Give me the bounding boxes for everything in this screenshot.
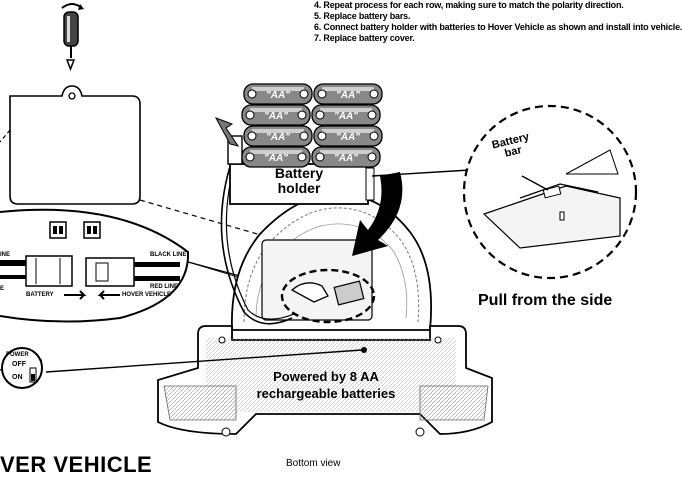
aa-cell-label: "AA" <box>336 90 360 101</box>
battery-bar-detail <box>462 104 638 280</box>
page-title: VER VEHICLE <box>0 452 153 477</box>
powered-by-label: Powered by 8 AA rechargeable batteries <box>246 368 406 402</box>
step-5: 5. Replace battery bars. <box>314 11 411 21</box>
battery-holder <box>214 117 375 205</box>
battery-holder-label-line1: Battery <box>274 165 324 181</box>
aa-battery-cell: "AA" <box>311 146 381 168</box>
aa-batteries: "AA" "AA" "AA" "AA" "AA" "AA" "AA" "AA" <box>241 83 383 168</box>
insert-arrow <box>352 172 403 256</box>
aa-battery-cell: "AA" <box>313 125 383 147</box>
aa-cell-label: "AA" <box>266 90 290 101</box>
aa-battery-cell: "AA" <box>243 83 313 105</box>
screwdriver-icon <box>61 3 84 72</box>
switch-power-label: POWER <box>6 352 29 358</box>
battery-holder-label-line2: holder <box>277 180 321 196</box>
powered-line1: Powered by 8 AA <box>273 369 379 384</box>
battery-arrow-label: BATTERY <box>26 292 54 298</box>
red-line-label-left: E <box>0 286 5 292</box>
aa-cell-label: "AA" <box>334 153 358 164</box>
illustration: "AA" "AA" "AA" "AA" "AA" "AA" "AA" "AA" <box>0 3 638 437</box>
instruction-steps: 4. Repeat process for each row, making s… <box>314 0 682 44</box>
aa-battery-cell: "AA" <box>243 125 313 147</box>
aa-battery-cell: "AA" <box>311 104 381 126</box>
switch-off-label: OFF <box>12 361 26 368</box>
red-line-label: RED LINE <box>150 284 179 290</box>
aa-cell-label: "AA" <box>266 132 290 143</box>
black-line-label: BLACK LINE <box>150 252 187 258</box>
aa-battery-cell: "AA" <box>241 104 311 126</box>
switch-on-label: ON <box>12 374 23 381</box>
line-label: INE <box>0 252 11 258</box>
powered-line2: rechargeable batteries <box>256 386 396 401</box>
step-6: 6. Connect battery holder with batteries… <box>314 22 682 32</box>
aa-battery-cell: "AA" <box>241 146 311 168</box>
aa-cell-label: "AA" <box>264 153 288 164</box>
connector-detail <box>0 208 190 323</box>
hover-vehicle-arrow-label: HOVER VEHICLE <box>122 292 172 298</box>
aa-cell-label: "AA" <box>334 111 358 122</box>
aa-battery-cell: "AA" <box>313 83 383 105</box>
battery-holder-label: Battery holder <box>266 166 332 196</box>
hover-vehicle <box>157 193 493 437</box>
pull-from-side-label: Pull from the side <box>478 292 613 309</box>
step-4: 4. Repeat process for each row, making s… <box>314 0 624 10</box>
aa-cell-label: "AA" <box>336 132 360 143</box>
step-7: 7. Replace battery cover. <box>314 33 415 43</box>
aa-cell-label: "AA" <box>264 111 288 122</box>
bottom-view-caption: Bottom view <box>286 458 341 469</box>
